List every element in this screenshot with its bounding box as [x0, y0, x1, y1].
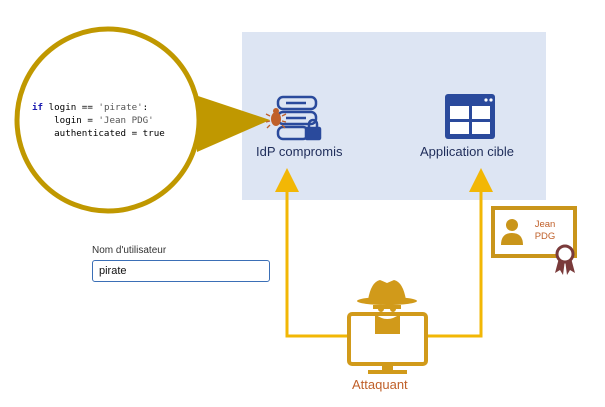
- hacker-icon: [347, 280, 428, 374]
- app-label: Application cible: [420, 144, 514, 159]
- code-line: if login == 'pirate':: [32, 102, 149, 113]
- certificate-name-line2: PDG: [534, 231, 556, 242]
- code-callout: [14, 26, 270, 214]
- bug-icon: [265, 108, 287, 129]
- arrow-attacker-to-app: [425, 168, 493, 338]
- arrow-attacker-to-idp: [275, 168, 350, 338]
- username-label: Nom d'utilisateur: [92, 245, 167, 256]
- certificate-icon: [491, 206, 577, 275]
- idp-label: IdP compromis: [256, 144, 343, 159]
- code-snippet: if login == 'pirate': login = 'Jean PDG'…: [32, 101, 165, 140]
- server-lock-icon: [276, 95, 322, 141]
- username-input[interactable]: pirate: [92, 260, 270, 282]
- code-line: authenticated = true: [32, 128, 165, 139]
- app-window-icon: [445, 94, 495, 139]
- certificate-name: Jean PDG: [531, 219, 559, 243]
- attacker-label: Attaquant: [352, 377, 408, 392]
- code-line: login = 'Jean PDG': [32, 115, 154, 126]
- certificate-name-line1: Jean: [534, 219, 556, 230]
